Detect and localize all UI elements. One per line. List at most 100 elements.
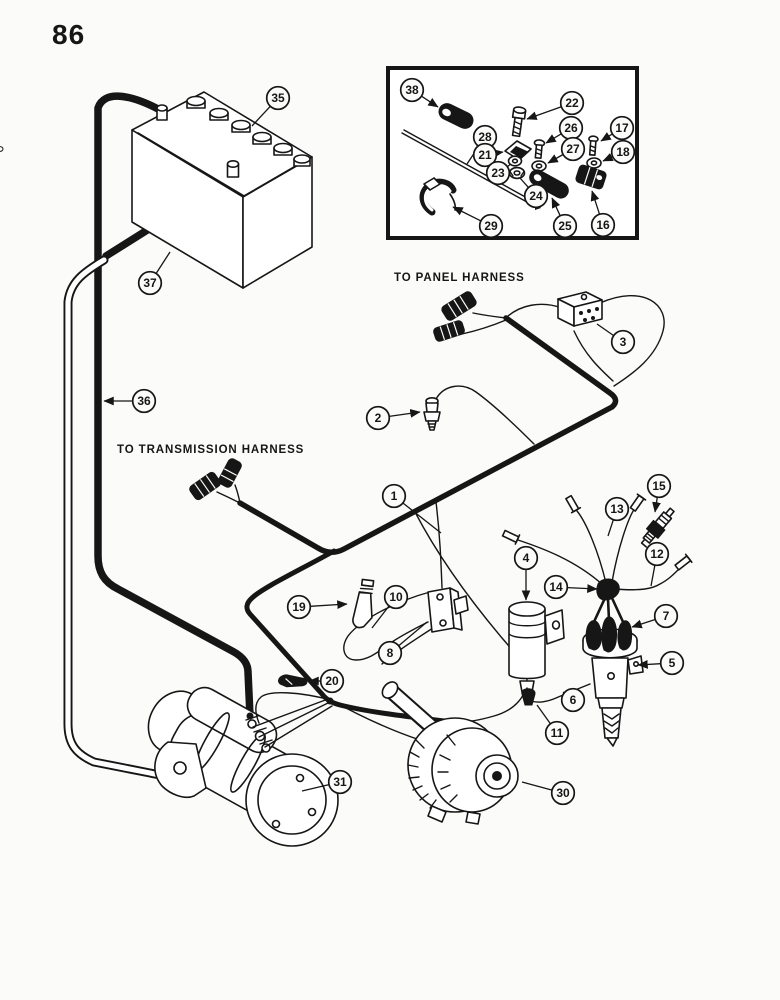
callout-leader: [652, 497, 661, 513]
callout-circle-30: [550, 780, 576, 806]
callout-leader: [251, 105, 271, 127]
callout-leader: [536, 704, 551, 725]
callout-circle-10: [383, 584, 409, 610]
callout-35: 35: [251, 85, 291, 127]
callout-circle-25: [552, 213, 578, 239]
callout-29: 29: [452, 206, 504, 239]
callout-circle-14: [543, 574, 569, 600]
callout-7: 7: [631, 603, 679, 629]
rubber-cap-11: [521, 688, 536, 706]
callout-leader: [602, 152, 614, 162]
callout-circle-1: [381, 483, 407, 509]
battery-cell-caps: [186, 95, 311, 167]
callout-15: 15: [646, 473, 672, 513]
callout-number: 18: [616, 145, 630, 159]
callout-number: 30: [556, 786, 570, 800]
clamp-block-16: [575, 164, 607, 190]
callout-leader: [631, 618, 656, 629]
panel-harness-label: TO PANEL HARNESS: [394, 272, 525, 284]
transmission-harness-connectors: [189, 458, 242, 504]
harness-clip-20: [252, 674, 334, 748]
callout-leader: [547, 153, 564, 164]
callout-13: 13: [604, 496, 630, 537]
callout-20: 20: [308, 668, 345, 694]
callout-circle-2: [365, 405, 391, 431]
callout-circle-31: [327, 769, 353, 795]
callout-layer: 3537363211513124141910785611203130382226…: [103, 77, 685, 806]
bolt-17: [588, 135, 599, 156]
callout-number: 5: [669, 656, 676, 670]
callout-number: 11: [551, 726, 564, 740]
callout-number: 10: [389, 590, 403, 604]
callout-circle-24: [523, 183, 549, 209]
callout-number: 17: [615, 121, 629, 135]
battery: [131, 91, 313, 289]
panel-harness-connectors: [433, 291, 507, 342]
callout-number: 28: [478, 130, 492, 144]
strap-terminal-38: [438, 103, 474, 129]
callout-circle-17: [609, 115, 635, 141]
callout-28: 28: [466, 124, 498, 165]
callout-number: 27: [566, 142, 580, 156]
callout-circle-13: [604, 496, 630, 522]
callout-circle-19: [286, 594, 312, 620]
callout-leader: [421, 95, 439, 108]
wire-bundle: [596, 578, 620, 601]
bolt-26: [533, 139, 546, 160]
battery-cable-36: [94, 92, 254, 720]
engine-harness: [237, 315, 619, 725]
callout-2: 2: [365, 405, 421, 431]
callout-leader: [607, 519, 615, 537]
callout-leader: [551, 197, 561, 217]
callout-leader: [310, 600, 348, 610]
callout-number: 16: [596, 218, 610, 232]
callout-circle-16: [590, 212, 616, 238]
nut-23: [507, 155, 523, 167]
callout-23: 23: [485, 160, 512, 186]
callout-27: 27: [547, 136, 586, 164]
callout-number: 29: [484, 219, 498, 233]
callout-circle-29: [478, 213, 504, 239]
terminal-block: [343, 501, 469, 665]
callout-10: 10: [371, 584, 409, 629]
nut-27: [531, 160, 547, 172]
callout-leader: [526, 106, 562, 120]
callout-circle-8: [377, 640, 403, 666]
callout-number: 7: [663, 609, 670, 623]
callout-circle-5: [659, 650, 685, 676]
callout-6: 6: [560, 687, 586, 713]
callout-37: 37: [137, 251, 171, 296]
callout-leader: [545, 133, 562, 144]
callout-leader: [402, 502, 442, 534]
clip-29: [419, 177, 457, 216]
callout-circle-4: [513, 545, 539, 571]
callout-22: 22: [526, 90, 585, 120]
callout-circle-6: [560, 687, 586, 713]
callout-number: 6: [570, 693, 577, 707]
bolt-22: [511, 106, 527, 138]
callout-circle-18: [610, 139, 636, 165]
callout-number: 3: [620, 335, 627, 349]
callout-circle-7: [653, 603, 679, 629]
callout-14: 14: [543, 574, 598, 600]
callout-31: 31: [301, 769, 353, 795]
callout-1: 1: [381, 483, 442, 534]
callout-leader: [398, 621, 428, 647]
callout-16: 16: [590, 190, 616, 238]
distributor: [501, 493, 693, 747]
spark-plug: [640, 507, 675, 548]
callout-25: 25: [551, 197, 578, 239]
pressure-sender: [423, 385, 535, 445]
transmission-harness-label: TO TRANSMISSION HARNESS: [117, 444, 304, 456]
callout-number: 36: [137, 394, 151, 408]
callout-number: 8: [387, 646, 394, 660]
starter-motor: [147, 686, 339, 847]
callout-number: 37: [143, 276, 157, 290]
callout-number: 2: [375, 411, 382, 425]
callout-number: 21: [478, 148, 492, 162]
callout-leader: [590, 190, 601, 215]
callout-30: 30: [521, 780, 576, 806]
callout-number: 13: [610, 502, 624, 516]
callout-number: 15: [652, 479, 666, 493]
